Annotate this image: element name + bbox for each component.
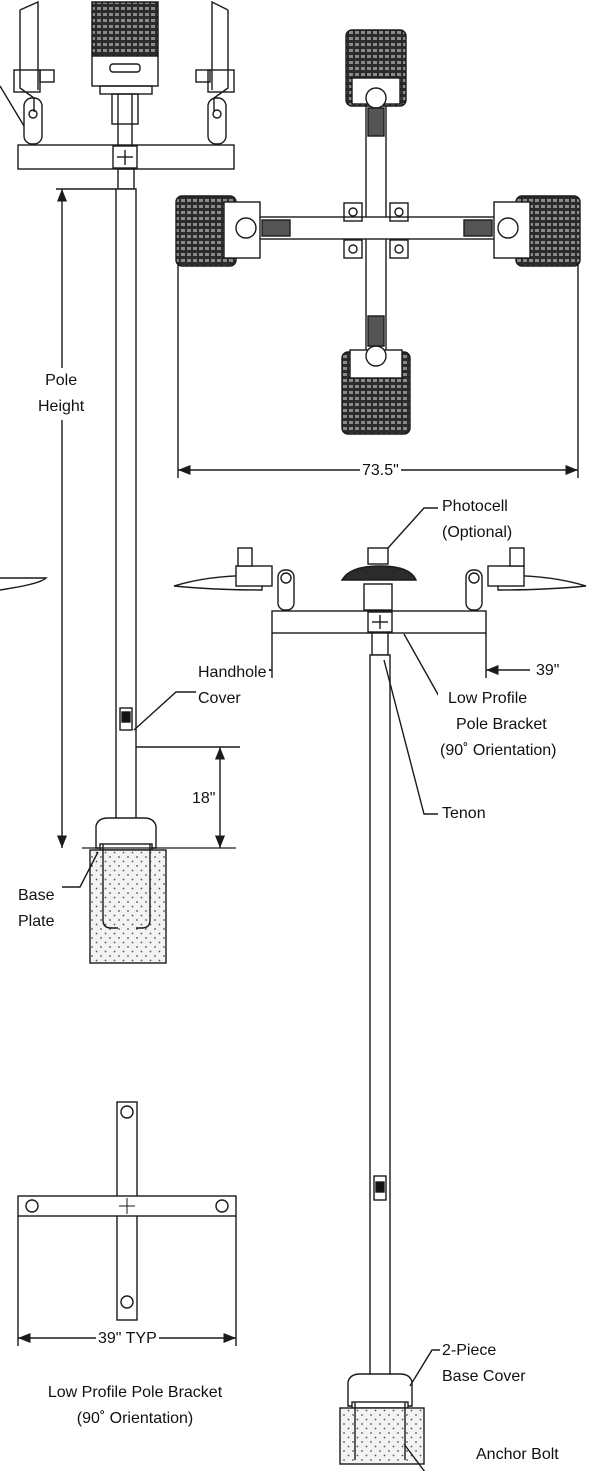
tenon-label: Tenon bbox=[440, 801, 488, 827]
dim-39-typ-label: 39" TYP bbox=[96, 1326, 159, 1352]
fixture-icon bbox=[91, 1, 159, 146]
pole bbox=[369, 654, 391, 1408]
low-profile-bracket-label: Low Profile Pole Bracket (90˚ Orientatio… bbox=[438, 686, 559, 764]
photocell-label: Photocell(Optional) bbox=[440, 494, 515, 546]
bottom-caption: Low Profile Pole Bracket(90˚ Orientation… bbox=[47, 1384, 223, 1427]
concrete-foundation bbox=[89, 849, 167, 964]
dim-39-label: 39" bbox=[534, 658, 562, 684]
photocell-icon bbox=[367, 547, 389, 565]
plan-view bbox=[175, 29, 581, 478]
anchor-bolt-label: Anchor Bolt bbox=[474, 1442, 561, 1468]
pole-bracket-icon bbox=[17, 1101, 237, 1346]
dim-18-label: 18" bbox=[190, 786, 218, 812]
dim-73-5-label: 73.5" bbox=[360, 458, 401, 484]
left-elevation-view bbox=[0, 0, 248, 964]
right-elevation-view bbox=[173, 507, 587, 1471]
base-cover bbox=[95, 817, 157, 849]
